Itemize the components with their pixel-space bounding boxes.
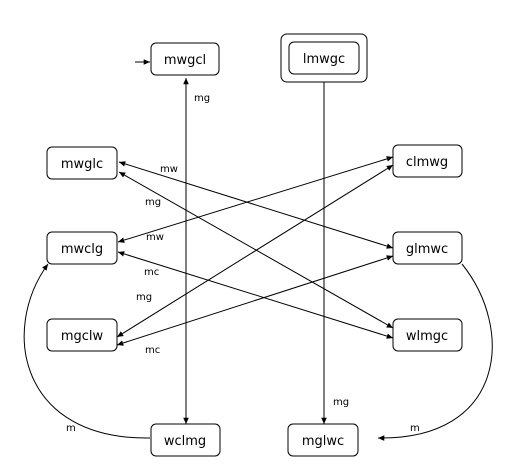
state-mwglc: mwglc xyxy=(46,146,118,180)
state-label-lmwgc: lmwgc xyxy=(303,52,345,67)
state-label-mglwc: mglwc xyxy=(302,434,344,449)
state-label-glmwc: glmwc xyxy=(406,242,448,257)
edge-label-mg-2: mg xyxy=(145,197,161,208)
state-label-wclmg: wclmg xyxy=(164,434,206,449)
state-mgclw: mgclw xyxy=(46,318,118,352)
state-lmwgc-final: lmwgc xyxy=(280,33,368,83)
state-label-mwclg: mwclg xyxy=(61,242,103,257)
state-label-mwgcl: mwgcl xyxy=(164,53,206,68)
edge-mwclg-wlmgc xyxy=(117,251,394,339)
edge-label-mc-2: mc xyxy=(145,345,160,356)
state-wclmg: wclmg xyxy=(150,423,221,457)
edge-label-mg-3: mg xyxy=(136,292,152,303)
edge-glmwc-mglwc xyxy=(377,263,493,441)
edge-label-mw-1: mw xyxy=(160,164,178,175)
edge-label-mw-2: mw xyxy=(146,232,164,243)
state-label-mgclw: mgclw xyxy=(61,329,104,344)
state-wlmgc: wlmgc xyxy=(392,318,463,352)
state-label-clmwg: clmwg xyxy=(406,155,448,170)
edge-label-mg-top: mg xyxy=(194,93,210,104)
state-label-mwglc: mwglc xyxy=(61,157,103,172)
state-mglwc: mglwc xyxy=(287,423,359,457)
edge-mgclw-glmwc xyxy=(116,255,394,346)
state-mwgcl: mwgcl xyxy=(150,42,220,76)
edge-label-mc-1: mc xyxy=(144,267,159,278)
state-mwclg: mwclg xyxy=(46,231,118,265)
edge-wclmg-mwclg xyxy=(23,263,151,439)
edge-label-m-right: m xyxy=(410,423,420,434)
state-glmwc: glmwc xyxy=(392,231,463,265)
edge-label-m-left: m xyxy=(66,423,76,434)
edge-label-mg-bottom: mg xyxy=(333,397,349,408)
state-label-wlmgc: wlmgc xyxy=(406,329,448,344)
state-clmwg: clmwg xyxy=(392,144,463,178)
edge-mgclw-clmwg xyxy=(116,164,394,338)
